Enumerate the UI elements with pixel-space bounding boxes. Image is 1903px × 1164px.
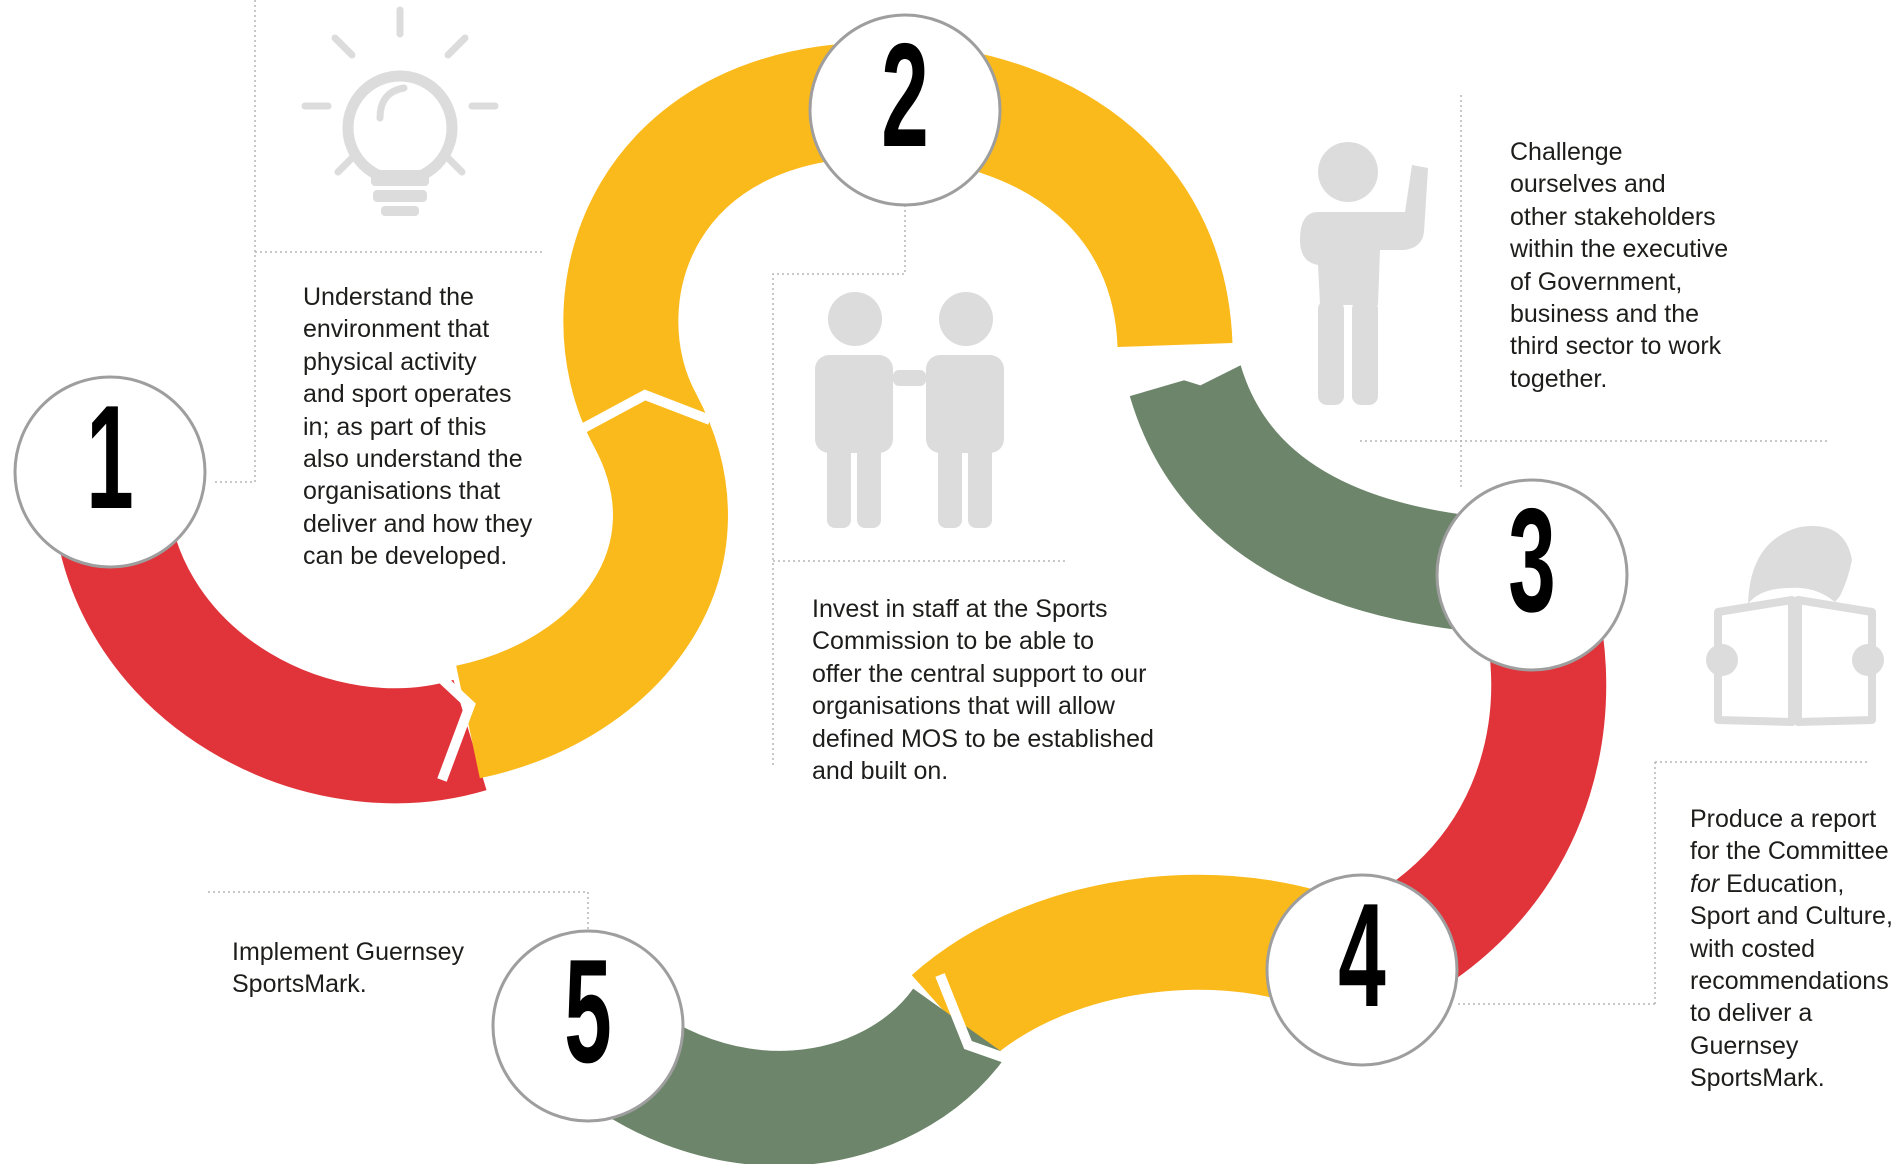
step-1-description-line-8: deliver and how they: [303, 509, 533, 538]
step-4-line-9: SportsMark.: [1690, 1064, 1825, 1093]
step-4-description: Produce a report for the Committee for E…: [1690, 803, 1893, 1095]
step-3-description-line-2: ourselves and: [1510, 170, 1666, 199]
step-4-circle: [1265, 873, 1459, 1067]
step-3-description-line-7: third sector to work: [1510, 332, 1722, 361]
step-3-description-line-4: within the executive: [1510, 235, 1729, 264]
path-segment-red-1: [52, 493, 487, 804]
step-3-description-line-5: of Government,: [1510, 267, 1683, 296]
leader-line-step-2: [772, 200, 1068, 766]
icons: [301, 6, 1884, 726]
step-4-number: 4: [1338, 873, 1385, 1038]
step-4-line-6: recommendations: [1690, 967, 1889, 996]
step-1-description-line-4: and sport operates: [303, 380, 512, 409]
leader-line-step-5: [208, 891, 589, 950]
step-4-line-3: for Education,: [1690, 868, 1893, 900]
step-4-line-8: Guernsey: [1690, 1031, 1799, 1060]
step-2-badge: 2: [808, 13, 1002, 207]
step-3-badge: 3: [1435, 478, 1629, 672]
step-2-description-line-6: and built on.: [812, 757, 949, 786]
step-1-description-line-5: in; as part of this: [303, 412, 487, 441]
chevron-gap-1: [421, 659, 476, 782]
lightbulb-icon: [301, 6, 499, 216]
step-1-description-line-1: Understand the: [303, 283, 474, 311]
step-1-description-line-3: physical activity: [303, 347, 477, 376]
leader-lines: [208, 0, 1870, 1005]
step-1-description-line-9: can be developed.: [303, 542, 508, 571]
step-5-badge: 5: [491, 929, 685, 1123]
path-segment-yellow-1: [454, 42, 1233, 779]
step-2-description-line-3: offer the central support to our: [812, 659, 1147, 688]
step-1-badge: 1: [13, 375, 207, 569]
step-2-description-line-2: Commission to be able to: [812, 627, 1095, 656]
leader-line-step-3: [1360, 95, 1830, 490]
step-4-line-2: for the Committee: [1690, 837, 1889, 866]
step-4-badge: 4: [1265, 873, 1459, 1067]
step-4-line-1: Produce a report: [1690, 805, 1877, 833]
step-3-description-line-8: together.: [1510, 364, 1608, 393]
step-4-line-4: Sport and Culture,: [1690, 902, 1893, 931]
step-4-line-5: with costed: [1690, 934, 1816, 963]
step-4-emphasis: for: [1690, 869, 1720, 898]
step-1-description-line-2: environment that: [303, 315, 490, 344]
step-4-line-7: to deliver a: [1690, 999, 1813, 1028]
chevron-gap-3: [1118, 350, 1253, 386]
step-3-description: Challenge ourselves and other stakeholders…: [1510, 136, 1728, 395]
two-people-icon: [815, 292, 1004, 528]
step-3-description-line-1: Challenge: [1510, 138, 1623, 166]
step-1-number: 1: [86, 375, 133, 540]
step-5-description-line-2: SportsMark.: [232, 970, 367, 999]
chevron-gap-2: [577, 389, 712, 435]
step-1-description-line-7: organisations that: [303, 477, 501, 506]
leader-line-step-1: [215, 0, 545, 483]
person-pointing-icon: [1300, 142, 1428, 405]
chevron-gap-4: [935, 973, 1027, 1070]
person-reading-icon: [1706, 525, 1884, 726]
step-1-circle: [13, 375, 207, 569]
step-2-description-line-1: Invest in staff at the Sports: [812, 595, 1108, 623]
step-2-description-line-5: defined MOS to be established: [812, 724, 1154, 753]
step-5-circle: [491, 929, 685, 1123]
step-2-circle: [808, 13, 1002, 207]
step-4-line-3-rest: Education,: [1719, 869, 1845, 898]
step-3-number: 3: [1508, 478, 1555, 643]
step-1-description: Understand the environment that physical a…: [303, 281, 532, 573]
leader-line-step-4: [1458, 761, 1870, 1005]
step-badges: 1 2 3 4 5: [13, 13, 1629, 1123]
step-2-number: 2: [881, 13, 928, 178]
step-2-description-line-4: organisations that will allow: [812, 692, 1115, 721]
step-5-number: 5: [564, 929, 611, 1094]
segment-chevron-gaps: [421, 350, 1253, 1070]
step-3-description-line-3: other stakeholders: [1510, 202, 1716, 231]
step-3-description-line-6: business and the: [1510, 300, 1700, 329]
step-1-description-line-6: also understand the: [303, 445, 523, 474]
step-3-circle: [1435, 478, 1629, 672]
step-5-description-line-1: Implement Guernsey: [232, 938, 465, 966]
